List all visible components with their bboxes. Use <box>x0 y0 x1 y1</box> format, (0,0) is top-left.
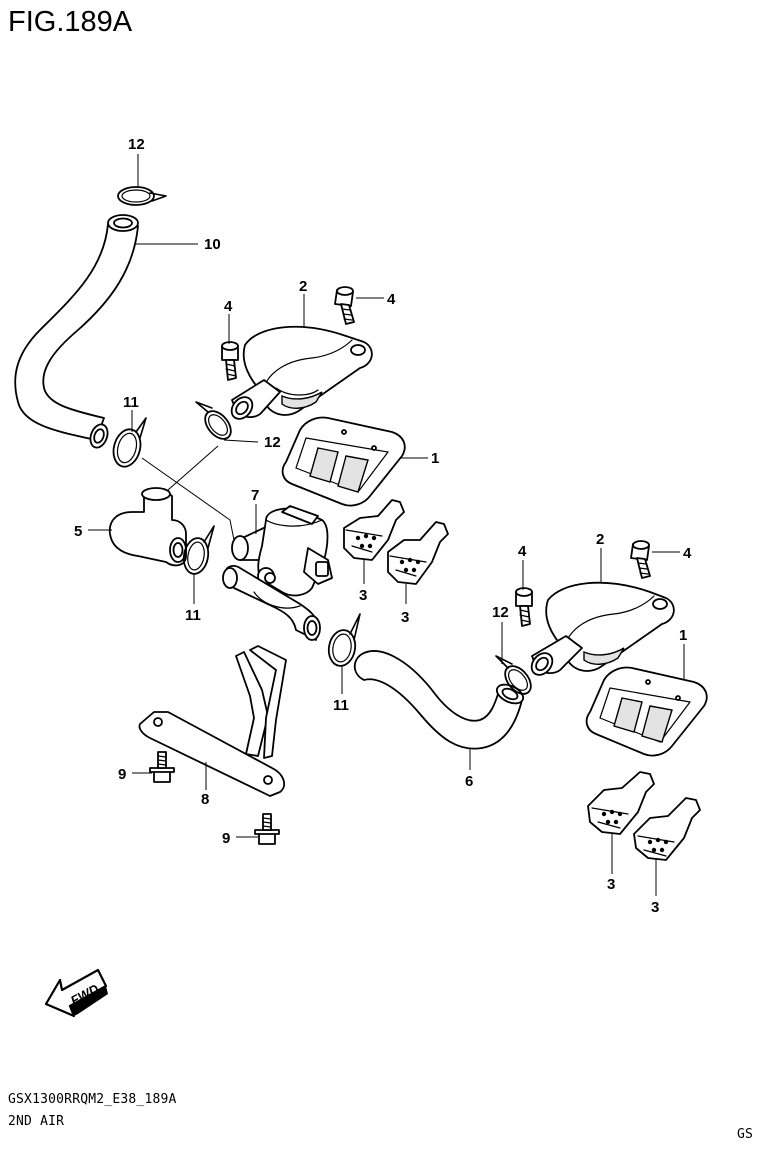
callout-3-b: 3 <box>401 609 409 626</box>
bolt-4-right-b[interactable] <box>630 540 651 579</box>
reed-stopper-3-b[interactable] <box>387 521 449 585</box>
callout-2-right: 2 <box>596 531 604 548</box>
clamp-11-upper[interactable] <box>110 417 147 470</box>
callout-1-left: 1 <box>431 450 439 467</box>
reed-stopper-3-c[interactable] <box>587 771 655 835</box>
clamp-12-mid[interactable] <box>195 401 236 444</box>
callout-10: 10 <box>204 236 221 253</box>
footer-code: GSX1300RRQM2_E38_189A <box>8 1092 177 1107</box>
callout-2-left: 2 <box>299 278 307 295</box>
hose-10[interactable] <box>14 214 139 450</box>
callout-11-lower: 11 <box>185 607 201 624</box>
clamp-12-right[interactable] <box>495 655 536 699</box>
leader-lines <box>88 154 685 896</box>
callout-3-c: 3 <box>607 876 615 893</box>
callout-3-a: 3 <box>359 587 367 604</box>
reed-stopper-3-d[interactable] <box>633 797 701 861</box>
callout-1-right: 1 <box>679 627 687 644</box>
reed-stopper-3-a[interactable] <box>343 499 405 561</box>
reed-valve-1-left[interactable] <box>281 416 406 507</box>
bolt-4-left-a[interactable] <box>221 341 239 381</box>
bolt-4-left-b[interactable] <box>334 286 355 325</box>
reed-valve-1-right[interactable] <box>585 666 708 757</box>
reed-cover-2-left[interactable] <box>227 325 373 423</box>
fwd-arrow-icon: FWD <box>44 968 108 1018</box>
solenoid-valve-7[interactable] <box>222 505 333 641</box>
callout-4-left-b: 4 <box>387 291 396 308</box>
callout-3-d: 3 <box>651 899 659 916</box>
callout-4-right-b: 4 <box>683 545 692 562</box>
hose-6[interactable] <box>353 650 526 750</box>
callout-labels: 12 10 2 4 4 11 12 1 7 5 3 3 11 11 6 9 8 … <box>74 136 692 916</box>
bolt-9-b[interactable] <box>254 813 280 845</box>
callout-5: 5 <box>74 523 82 540</box>
reed-cover-2-right[interactable] <box>527 581 675 679</box>
callout-7: 7 <box>251 487 259 504</box>
callout-11-upper: 11 <box>123 394 139 411</box>
bolt-9-a[interactable] <box>149 751 175 783</box>
hose-5[interactable] <box>108 487 187 567</box>
callout-11-right: 11 <box>333 697 349 714</box>
callout-6: 6 <box>465 773 473 790</box>
bracket-8[interactable] <box>138 645 287 797</box>
callout-12-right: 12 <box>492 604 509 621</box>
clamp-11-right[interactable] <box>326 613 361 668</box>
bolt-4-right-a[interactable] <box>515 587 533 627</box>
figure-title: FIG.189A <box>8 6 133 38</box>
callout-12-top: 12 <box>128 136 145 153</box>
callout-4-right-a: 4 <box>518 543 527 560</box>
clamp-11-lower[interactable] <box>181 525 215 576</box>
callout-4-left-a: 4 <box>224 298 233 315</box>
callout-8: 8 <box>201 791 209 808</box>
clamp-12-top[interactable] <box>117 186 167 206</box>
callout-9-a: 9 <box>118 766 126 783</box>
callout-12-mid: 12 <box>264 434 281 451</box>
footer-market: GS <box>737 1127 754 1142</box>
callout-9-b: 9 <box>222 830 230 847</box>
footer-caption: 2ND AIR <box>8 1114 65 1129</box>
